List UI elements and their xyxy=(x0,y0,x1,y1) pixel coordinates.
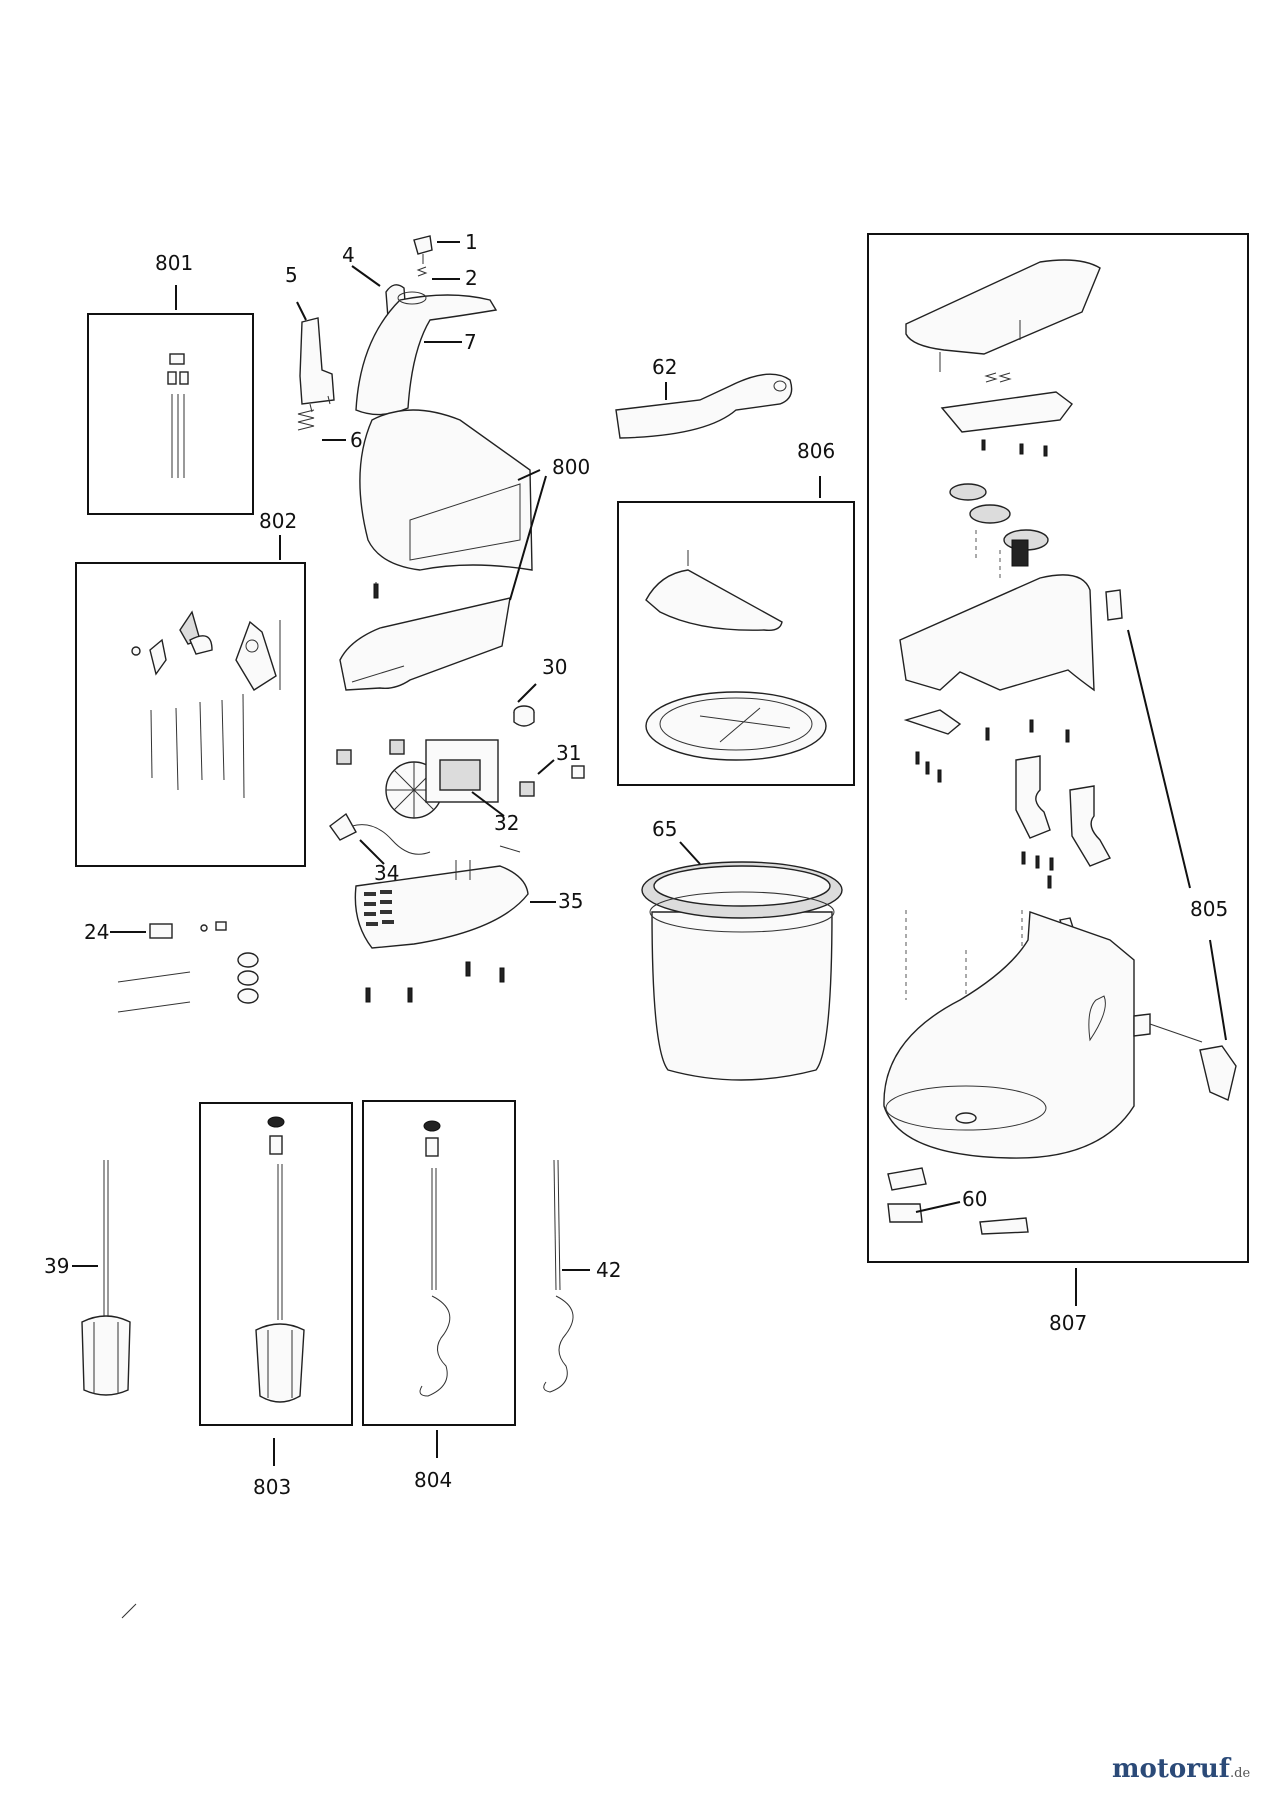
part-800-motor-housing xyxy=(339,409,533,691)
part-24-small-parts xyxy=(117,921,259,1013)
part-806-splash-guard xyxy=(645,550,827,761)
label-32: 32 xyxy=(494,811,519,835)
label-5: 5 xyxy=(285,263,298,287)
part-2-spring xyxy=(416,266,428,277)
label-805: 805 xyxy=(1190,897,1228,921)
box-804 xyxy=(362,1100,516,1426)
part-5-plunger xyxy=(299,317,335,413)
label-31: 31 xyxy=(556,741,581,765)
part-35-lower-housing xyxy=(354,860,529,949)
screws-lower xyxy=(365,583,505,1003)
brand-logo: motoruf.de xyxy=(1112,1754,1250,1784)
label-804: 804 xyxy=(414,1468,452,1492)
part-803-whisk-set xyxy=(255,1116,305,1403)
part-7-handle-cover xyxy=(355,291,498,416)
label-801: 801 xyxy=(155,251,193,275)
label-39: 39 xyxy=(44,1254,69,1278)
brand-name: motoruf xyxy=(1112,1754,1230,1784)
label-35: 35 xyxy=(558,889,583,913)
label-60: 60 xyxy=(962,1187,987,1211)
box-801 xyxy=(87,313,254,515)
part-65-mixing-bowl xyxy=(641,861,843,1081)
box-803 xyxy=(199,1102,353,1426)
part-42-dough-hook xyxy=(543,1159,574,1393)
part-804-dough-hook-set xyxy=(419,1120,451,1397)
part-32-motor xyxy=(336,739,499,819)
part-30-bearing xyxy=(513,705,535,727)
box-806 xyxy=(617,501,855,786)
label-34: 34 xyxy=(374,861,399,885)
label-6: 6 xyxy=(350,428,363,452)
label-65: 65 xyxy=(652,817,677,841)
part-labels: 1 2 4 5 6 7 24 30 31 32 34 35 39 42 60 6… xyxy=(44,230,1228,1499)
part-807-stand-assembly xyxy=(883,259,1237,1235)
label-1: 1 xyxy=(465,230,478,254)
label-806: 806 xyxy=(797,439,835,463)
label-7: 7 xyxy=(464,330,477,354)
part-802-switch-set xyxy=(131,610,281,799)
label-800: 800 xyxy=(552,455,590,479)
part-31-carbon-brush xyxy=(519,765,585,797)
part-801-brush-set xyxy=(167,353,189,478)
label-4: 4 xyxy=(342,243,355,267)
label-807: 807 xyxy=(1049,1311,1087,1335)
label-2: 2 xyxy=(465,266,478,290)
stray-mark xyxy=(121,1603,137,1619)
brand-suffix: .de xyxy=(1230,1766,1251,1781)
part-39-whisk xyxy=(81,1160,131,1396)
label-30: 30 xyxy=(542,655,567,679)
label-42: 42 xyxy=(596,1258,621,1282)
part-62-lid-blade xyxy=(615,373,793,439)
label-802: 802 xyxy=(259,509,297,533)
label-24: 24 xyxy=(84,920,109,944)
part-34-power-cord xyxy=(329,812,521,855)
leader-lines xyxy=(72,241,1227,1466)
label-803: 803 xyxy=(253,1475,291,1499)
label-62: 62 xyxy=(652,355,677,379)
part-1-button xyxy=(413,235,433,264)
part-6-spring xyxy=(297,409,315,431)
box-807 xyxy=(867,233,1249,1263)
box-802 xyxy=(75,562,306,867)
